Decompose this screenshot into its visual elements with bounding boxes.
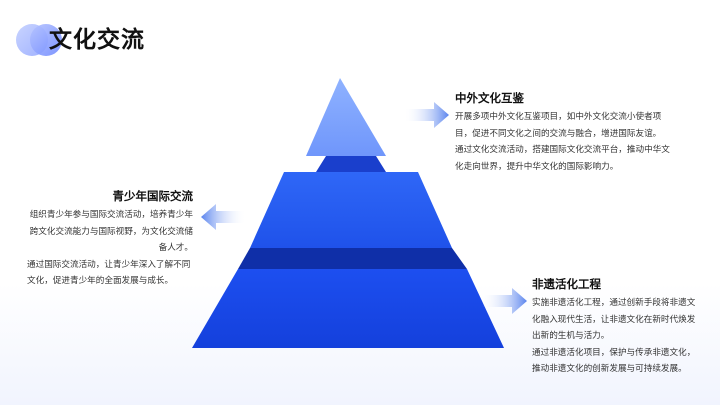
arrow-right-icon-bottom: [482, 288, 527, 314]
pyramid-tier-top: [306, 78, 386, 156]
pyramid-diagram: [192, 78, 504, 348]
deco-circle-right: [30, 24, 62, 56]
title-decoration-circles: [16, 22, 74, 58]
block-paragraph-1: 实施非遗活化工程，通过创新手段将非遗文化融入现代生活，让非遗文化在新时代焕发出新…: [532, 298, 696, 341]
text-block-cultural-exchange: 中外文化互鉴 开展多项中外文化互鉴项目，如中外文化交流小使者项目，促进不同文化之…: [455, 90, 675, 175]
block-paragraph-2: 通过非遗活化项目，保护与传承非遗文化，推动非遗文化的创新发展与可持续发展。: [532, 347, 696, 375]
pyramid-band-lower: [238, 248, 467, 269]
pyramid-tier-middle: [250, 172, 452, 248]
text-block-youth-exchange: 青少年国际交流 组织青少年参与国际交流活动，培养青少年跨文化交流能力与国际视野，…: [27, 188, 193, 290]
page-title: 文化交流: [49, 27, 145, 53]
arrow-right-icon-top: [404, 102, 449, 128]
block-paragraph-1: 组织青少年参与国际交流活动，培养青少年跨文化交流能力与国际视野，为文化交流储备人…: [29, 210, 193, 253]
text-block-heritage-project: 非遗活化工程 实施非遗活化工程，通过创新手段将非遗文化融入现代生活，让非遗文化在…: [532, 276, 702, 378]
block-paragraph-2: 通过文化交流活动，搭建国际文化交流平台，推动中华文化走向世界，提升中华文化的国际…: [455, 145, 670, 172]
block-paragraph-2: 通过国际交流活动，让青少年深入了解不同文化，促进青少年的全面发展与成长。: [27, 259, 191, 287]
block-paragraph-1: 开展多项中外文化互鉴项目，如中外文化交流小使者项目，促进不同文化之间的交流与融合…: [455, 112, 662, 139]
block-heading: 中外文化互鉴: [455, 91, 524, 105]
arrow-left-icon: [201, 204, 246, 230]
block-heading: 青少年国际交流: [112, 189, 194, 203]
pyramid-band-upper: [316, 156, 386, 172]
block-heading: 非遗活化工程: [532, 277, 601, 291]
pyramid-tier-bottom: [192, 269, 504, 348]
